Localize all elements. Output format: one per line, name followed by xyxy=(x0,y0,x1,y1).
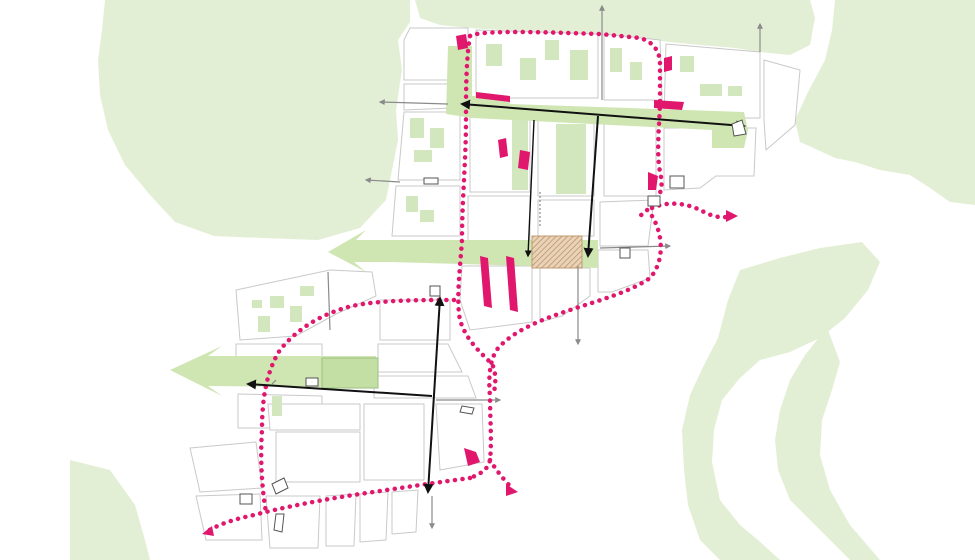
city-block xyxy=(267,403,361,431)
green-plot xyxy=(486,44,502,66)
building xyxy=(518,150,530,170)
building xyxy=(648,172,658,190)
city-block xyxy=(359,491,389,543)
grey-building xyxy=(271,477,289,495)
street-arrow xyxy=(599,243,672,250)
grey-building xyxy=(459,405,475,415)
building xyxy=(506,256,518,312)
city-block xyxy=(537,199,595,237)
green-river-band-2 xyxy=(760,285,880,560)
grey-buildings xyxy=(239,119,747,533)
city-block xyxy=(189,441,263,493)
grey-building xyxy=(669,175,685,189)
city-block xyxy=(467,195,531,245)
green-space-east xyxy=(795,0,975,205)
loop-route-south xyxy=(487,457,515,491)
green-plot xyxy=(258,316,270,332)
grey-building xyxy=(429,285,441,297)
green-plot xyxy=(556,124,586,194)
city-block xyxy=(397,111,461,181)
building xyxy=(464,448,480,466)
grey-building xyxy=(423,177,439,185)
loop-arrowhead xyxy=(506,484,518,496)
green-plot xyxy=(520,58,536,80)
grey-building xyxy=(619,247,631,259)
building xyxy=(480,256,492,308)
green-plot xyxy=(290,306,302,322)
city-block xyxy=(363,403,425,481)
green-plot xyxy=(406,196,418,212)
city-block xyxy=(265,495,321,549)
city-block xyxy=(459,265,533,331)
grey-building xyxy=(239,493,253,505)
green-plot xyxy=(420,210,434,222)
buildings xyxy=(456,34,684,466)
city-block xyxy=(325,493,357,547)
city-block xyxy=(599,199,655,247)
city-block xyxy=(275,431,361,483)
loop-arrowhead xyxy=(202,526,214,536)
axis-arrow-north-south-inner xyxy=(524,119,535,258)
green-plot xyxy=(610,48,622,72)
green-space-north xyxy=(98,0,410,240)
loop-route-west-loop xyxy=(258,297,457,515)
green-plot xyxy=(700,84,722,96)
street-arrow xyxy=(327,271,331,331)
green-space-north-east xyxy=(415,0,815,55)
building xyxy=(664,56,672,72)
green-river-band xyxy=(682,242,880,560)
city-block xyxy=(597,249,651,293)
plaza xyxy=(531,235,583,269)
city-block xyxy=(763,59,801,152)
axis-arrow-east-west-lower xyxy=(246,379,433,397)
street-arrows xyxy=(271,4,763,530)
green-plot xyxy=(545,40,559,60)
green-plot xyxy=(300,286,314,296)
city-block xyxy=(539,267,591,323)
green-plots xyxy=(252,40,742,416)
green-plot xyxy=(272,396,282,416)
building xyxy=(476,92,510,102)
city-block xyxy=(377,343,463,373)
green-spaces xyxy=(70,0,975,560)
axis-arrow-east-west-upper xyxy=(460,99,746,131)
city-block xyxy=(391,489,419,535)
city-block xyxy=(403,83,453,111)
green-plot xyxy=(414,150,432,162)
green-plot xyxy=(430,128,444,148)
building xyxy=(654,100,684,110)
axis-arrows xyxy=(246,99,746,494)
green-plot xyxy=(570,50,588,80)
loop-arrowhead xyxy=(726,210,738,222)
green-square xyxy=(321,357,379,389)
loop-route-north xyxy=(467,29,664,219)
green-plot xyxy=(630,62,642,80)
loop-route-arrowheads xyxy=(202,210,738,536)
green-plot xyxy=(410,118,424,138)
building xyxy=(456,34,468,50)
grey-building xyxy=(647,195,661,207)
green-space-south-west xyxy=(70,460,150,560)
axis-arrow-north-south-lower xyxy=(423,296,445,494)
green-plot xyxy=(728,86,742,96)
grey-building xyxy=(273,513,285,533)
green-plot xyxy=(252,300,262,308)
loop-route-east-branch xyxy=(649,201,735,220)
street-arrow xyxy=(271,379,277,385)
street-arrow xyxy=(378,99,449,106)
grey-building xyxy=(731,119,747,137)
street-arrow xyxy=(364,177,401,184)
city-block xyxy=(475,29,599,99)
green-plot xyxy=(680,56,694,72)
green-corridor-middle-arrow xyxy=(328,230,598,272)
axis-arrow-north-south-center xyxy=(583,115,599,258)
grey-building xyxy=(305,377,319,387)
green-plot xyxy=(270,296,284,308)
building xyxy=(498,138,508,158)
